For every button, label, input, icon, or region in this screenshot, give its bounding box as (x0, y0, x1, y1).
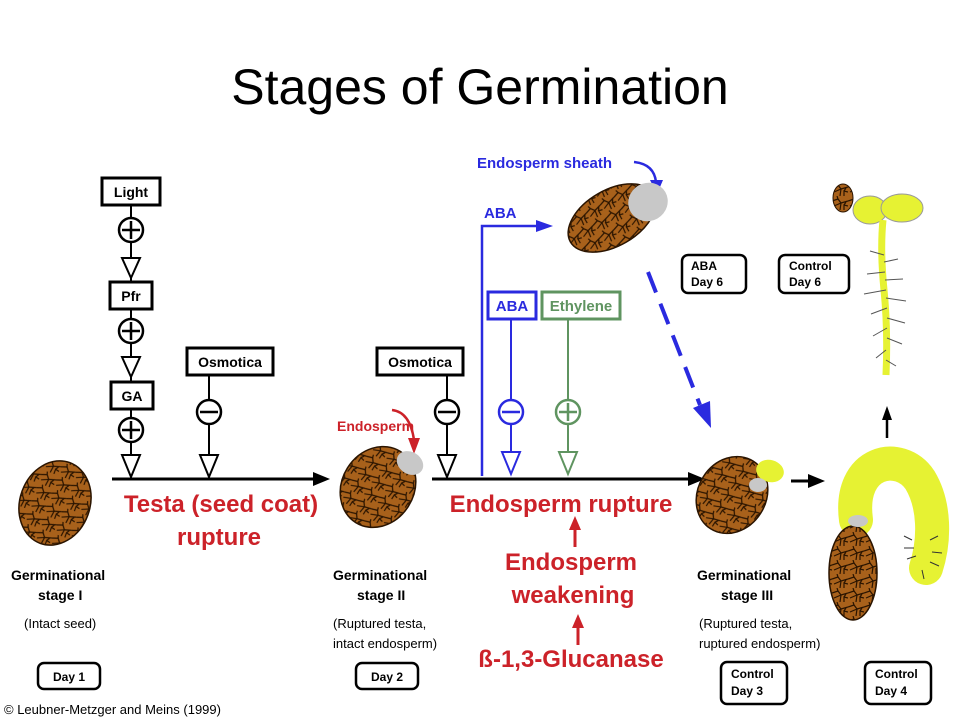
testa-rupture-label-line2: rupture (177, 524, 261, 551)
stage2-title-line1: Germinational (333, 567, 427, 583)
day3-box: Control Day 3 (719, 660, 789, 706)
seed-stage2-illustration (339, 445, 424, 529)
day3-line1: Control (731, 667, 774, 681)
control-day6-line1: Control (789, 259, 832, 273)
stage1-desc: (Intact seed) (24, 616, 96, 631)
osmotica-pathway-1 (195, 375, 223, 480)
day2-label: Day 2 (371, 670, 403, 684)
ga-pathway (117, 409, 145, 480)
aba-day6-line2: Day 6 (691, 275, 723, 289)
stage3-desc-line2: ruptured endosperm) (699, 636, 820, 651)
arrow-head-icon (500, 451, 522, 477)
main-arrow-1 (112, 472, 330, 486)
aba-day6-line1: ABA (691, 259, 717, 273)
aba-box: ABA (486, 290, 538, 321)
stage2-desc-line2: intact endosperm) (333, 636, 437, 651)
stage1-title-line2: stage I (38, 587, 82, 603)
stage3-to-4-arrow (791, 474, 825, 488)
endosperm-rupture-label: Endosperm rupture (450, 491, 673, 518)
control-day6-box: Control Day 6 (777, 253, 851, 295)
ethylene-box-label: Ethylene (550, 298, 613, 315)
testa-rupture-label-line1: Testa (seed coat) (124, 491, 318, 518)
osmotica-label-1: Osmotica (198, 354, 262, 370)
light-pathway (117, 205, 145, 282)
ga-label: GA (122, 388, 143, 404)
endosperm-pointer-arrow (391, 408, 420, 454)
control-day6-line2: Day 6 (789, 275, 821, 289)
arrow-head-icon (557, 451, 579, 477)
endosperm-weakening-line2: weakening (511, 582, 635, 609)
seedling-day4-illustration (828, 446, 950, 621)
endosperm-weakening-line1: Endosperm (505, 549, 637, 576)
stage1-title-line1: Germinational (11, 567, 105, 583)
osmotica-label-2: Osmotica (388, 354, 452, 370)
dashed-blue-arrow (646, 271, 711, 428)
seed-stage1-illustration (18, 460, 92, 546)
seedling-up-arrow (882, 406, 892, 438)
stage2-desc-line1: (Ruptured testa, (333, 616, 426, 631)
stage3-title-line2: stage III (721, 587, 773, 603)
ethylene-box: Ethylene (540, 290, 622, 321)
osmotica-box-2: Osmotica (375, 346, 465, 377)
pfr-pathway (117, 309, 145, 382)
aba-box-label: ABA (496, 298, 529, 315)
weakening-arrow (569, 516, 581, 547)
day1-label: Day 1 (53, 670, 85, 684)
endosperm-label: Endosperm (337, 418, 414, 434)
stage2-title-line2: stage II (357, 587, 405, 603)
day1-box: Day 1 (36, 661, 102, 691)
pfr-label: Pfr (121, 288, 141, 304)
ga-box: GA (109, 380, 155, 411)
light-label: Light (114, 184, 149, 200)
day2-box: Day 2 (354, 661, 420, 691)
glucanase-arrow (572, 614, 584, 645)
arrow-head-icon (436, 454, 458, 480)
day4-line2: Day 4 (875, 684, 907, 698)
day3-line2: Day 3 (731, 684, 763, 698)
day4-line1: Control (875, 667, 918, 681)
pfr-box: Pfr (108, 280, 154, 311)
osmotica-pathway-2 (433, 375, 461, 480)
arrow-head-icon (198, 454, 220, 480)
stage3-desc-line1: (Ruptured testa, (699, 616, 792, 631)
page-title: Stages of Germination (231, 59, 729, 115)
arrow-head-icon (120, 356, 142, 380)
arrow-head-icon (120, 257, 142, 281)
stage3-title-line1: Germinational (697, 567, 791, 583)
aba-arrow-label: ABA (484, 205, 517, 222)
endosperm-sheath-label: Endosperm sheath (477, 155, 612, 172)
glucanase-label: ß-1,3-Glucanase (478, 646, 663, 673)
aba-day6-box: ABA Day 6 (680, 253, 748, 295)
osmotica-box-1: Osmotica (185, 346, 275, 377)
seed-sheath-illustration (567, 182, 668, 253)
credit-text: © Leubner-Metzger and Meins (1999) (4, 702, 221, 717)
seedling-day6-illustration (832, 183, 924, 376)
aba-sheath-arrow (480, 220, 553, 476)
aba-pathway (497, 319, 525, 477)
light-box: Light (100, 176, 162, 207)
day4-box: Control Day 4 (863, 660, 933, 706)
main-arrow-2 (432, 472, 705, 486)
seed-stage3-illustration (695, 455, 784, 535)
ethylene-pathway (554, 319, 582, 477)
arrow-head-icon (120, 454, 142, 480)
